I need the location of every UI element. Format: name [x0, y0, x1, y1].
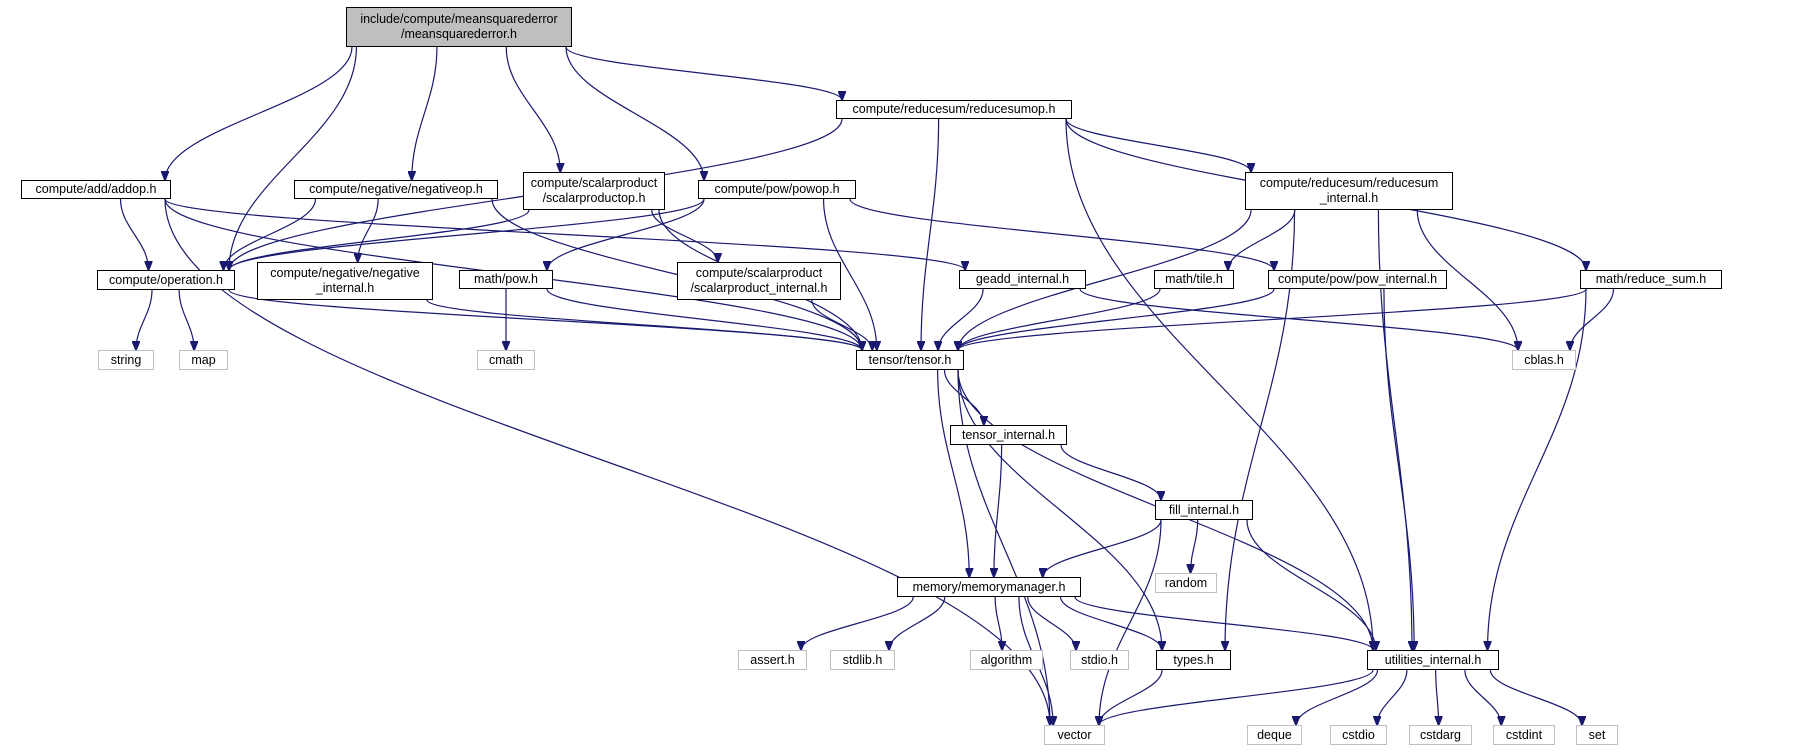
node-types[interactable]: types.h: [1156, 650, 1231, 670]
edge-pow-internal-to-utilities-internal: [1383, 288, 1414, 650]
edge-math-pow-to-tensor: [546, 288, 862, 350]
node-math-pow[interactable]: math/pow.h: [459, 270, 553, 289]
edge-addop-to-operation: [119, 198, 149, 270]
node-tensor-internal[interactable]: tensor_internal.h: [950, 425, 1067, 445]
edge-memorymanager-to-stdio: [1027, 596, 1076, 650]
edge-tensor-to-vector: [957, 369, 1050, 725]
node-math-tile[interactable]: math/tile.h: [1154, 270, 1234, 289]
edge-memorymanager-to-utilities-internal: [1074, 596, 1373, 650]
edge-reducesumop-to-tensor: [921, 118, 940, 350]
node-stdio: stdio.h: [1070, 650, 1129, 670]
node-fill-internal[interactable]: fill_internal.h: [1155, 500, 1253, 520]
edge-negativeop-to-operation: [224, 198, 317, 270]
edge-utilities-internal-to-set: [1489, 669, 1582, 725]
edge-powop-to-math-pow: [547, 198, 705, 270]
edge-powop-to-pow-internal: [849, 198, 1274, 270]
edge-operation-to-string: [136, 289, 153, 350]
edge-reduce-sum-to-tensor: [958, 288, 1587, 350]
edge-scalarproductop-to-scalarproduct-internal: [651, 209, 718, 262]
edge-reducesum-internal-to-cblas: [1416, 209, 1518, 350]
edge-memorymanager-to-types: [1059, 596, 1162, 650]
edge-memorymanager-to-assert: [801, 596, 914, 650]
edge-tensor-to-memorymanager: [937, 369, 970, 577]
node-reduce-sum[interactable]: math/reduce_sum.h: [1580, 270, 1722, 289]
edge-math-tile-to-tensor: [958, 288, 1161, 350]
edge-fill-internal-to-vector: [1099, 519, 1162, 725]
node-cmath: cmath: [477, 350, 535, 370]
node-scalarproductop[interactable]: compute/scalarproduct /scalarproductop.h: [523, 172, 665, 210]
node-random: random: [1155, 573, 1217, 593]
edge-reduce-sum-to-utilities-internal: [1488, 288, 1587, 650]
edge-root-to-powop: [565, 46, 704, 180]
edge-reducesumop-to-utilities-internal: [1065, 118, 1373, 650]
node-reducesumop[interactable]: compute/reducesum/reducesumop.h: [836, 100, 1072, 119]
node-stdlib: stdlib.h: [830, 650, 895, 670]
edge-operation-to-map: [178, 289, 194, 350]
edge-root-to-reducesumop: [565, 46, 842, 100]
node-negativeop[interactable]: compute/negative/negativeop.h: [294, 180, 498, 199]
node-utilities-internal[interactable]: utilities_internal.h: [1367, 650, 1499, 670]
edge-root-to-scalarproductop: [505, 46, 560, 172]
edge-tensor-to-tensor-internal: [943, 369, 983, 425]
edge-utilities-internal-to-cstdint: [1464, 669, 1501, 725]
edge-types-to-vector: [1099, 669, 1163, 725]
dependency-edges: [119, 46, 1615, 725]
node-root[interactable]: include/compute/meansquarederror /meansq…: [346, 7, 572, 47]
node-vector: vector: [1044, 725, 1105, 745]
edge-reducesum-internal-to-tensor: [958, 209, 1252, 350]
edge-root-to-negativeop: [412, 46, 438, 180]
node-cblas: cblas.h: [1512, 350, 1576, 370]
edge-powop-to-tensor: [822, 198, 877, 350]
node-reducesum-internal[interactable]: compute/reducesum/reducesum _internal.h: [1245, 172, 1453, 210]
edge-reduce-sum-to-cblas: [1570, 288, 1615, 350]
edge-reducesum-internal-to-math-tile: [1228, 209, 1296, 270]
node-powop[interactable]: compute/pow/powop.h: [698, 180, 856, 199]
node-set: set: [1576, 725, 1618, 745]
node-addop[interactable]: compute/add/addop.h: [21, 180, 171, 199]
edge-reducesumop-to-reducesum-internal: [1065, 118, 1251, 172]
node-string: string: [98, 350, 154, 370]
edge-memorymanager-to-stdlib: [889, 596, 946, 650]
node-scalarproduct-internal[interactable]: compute/scalarproduct /scalarproduct_int…: [677, 262, 841, 300]
node-cstdint: cstdint: [1493, 725, 1555, 745]
node-cstdio: cstdio: [1330, 725, 1387, 745]
edge-root-to-operation: [229, 46, 358, 270]
node-tensor[interactable]: tensor/tensor.h: [856, 350, 964, 370]
edge-pow-internal-to-tensor: [958, 288, 1275, 350]
node-geadd-internal[interactable]: geadd_internal.h: [959, 270, 1086, 289]
edge-root-to-addop: [165, 46, 353, 180]
node-algorithm: algorithm: [970, 650, 1043, 670]
edge-geadd-internal-to-cblas: [1079, 288, 1518, 350]
edge-fill-internal-to-random: [1191, 519, 1199, 573]
node-memorymanager[interactable]: memory/memorymanager.h: [897, 577, 1081, 597]
edge-powop-to-operation: [229, 198, 705, 270]
node-deque: deque: [1247, 725, 1302, 745]
edge-utilities-internal-to-deque: [1296, 669, 1379, 725]
edge-negative-internal-to-tensor: [426, 299, 862, 350]
edge-memorymanager-to-algorithm: [994, 596, 1002, 650]
node-negative-internal[interactable]: compute/negative/negative _internal.h: [257, 262, 433, 300]
edge-fill-internal-to-memorymanager: [1043, 519, 1162, 577]
edge-utilities-internal-to-vector: [1099, 669, 1374, 725]
edge-tensor-internal-to-fill-internal: [1060, 444, 1161, 500]
edge-utilities-internal-to-cstdio: [1377, 669, 1408, 725]
edge-tensor-internal-to-memorymanager: [994, 444, 1003, 577]
node-pow-internal[interactable]: compute/pow/pow_internal.h: [1268, 270, 1447, 289]
node-operation[interactable]: compute/operation.h: [97, 270, 235, 290]
edge-tensor-to-types: [957, 369, 1162, 650]
edge-geadd-internal-to-tensor: [938, 288, 984, 350]
edge-addop-to-geadd-internal: [164, 198, 965, 270]
edge-utilities-internal-to-cstdarg: [1436, 669, 1439, 725]
edge-scalarproduct-internal-to-tensor: [811, 299, 872, 350]
node-assert: assert.h: [738, 650, 807, 670]
node-cstdarg: cstdarg: [1409, 725, 1472, 745]
edge-fill-internal-to-utilities-internal: [1246, 519, 1376, 650]
edge-negativeop-to-negative-internal: [358, 198, 379, 262]
node-map: map: [179, 350, 228, 370]
